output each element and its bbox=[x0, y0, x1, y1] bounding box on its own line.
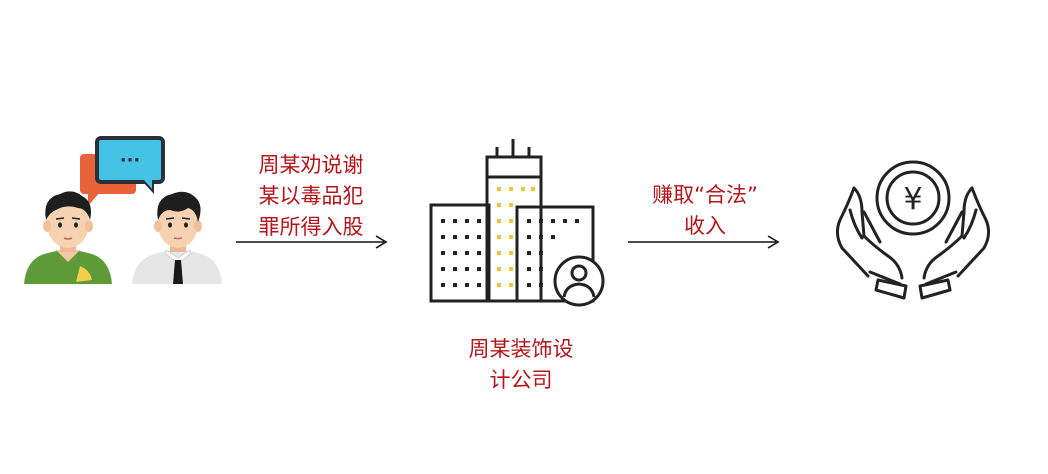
step-label-line: 某以毒品犯 bbox=[258, 184, 364, 208]
step-label-line: 周某劝说谢 bbox=[258, 153, 364, 177]
left-building-windows bbox=[441, 219, 481, 287]
person-casual-icon bbox=[24, 191, 112, 284]
company-label-line: 计公司 bbox=[489, 368, 553, 392]
step-label-line: 罪所得入股 bbox=[258, 215, 364, 239]
company-label: 周某装饰设 计公司 bbox=[446, 334, 596, 396]
arrow-right-icon bbox=[236, 235, 388, 249]
speech-bubble-dots: ··· bbox=[120, 150, 141, 171]
arrow-right-icon bbox=[628, 235, 780, 249]
step-label-persuade: 周某劝说谢 某以毒品犯 罪所得入股 bbox=[246, 150, 376, 243]
user-badge-icon bbox=[553, 255, 605, 307]
company-label-line: 周某装饰设 bbox=[468, 337, 574, 361]
office-building-icon bbox=[429, 139, 605, 307]
step-label-line: 赚取“合法” bbox=[652, 183, 758, 207]
chat-bubbles-icon: ··· bbox=[80, 136, 165, 206]
tower-windows bbox=[497, 187, 535, 287]
step-label-income: 赚取“合法” 收入 bbox=[630, 180, 780, 242]
step-label-line: 收入 bbox=[684, 214, 726, 238]
hands-coin-icon: ¥ bbox=[835, 160, 991, 300]
right-building-windows bbox=[527, 219, 579, 287]
two-people-talking-icon: ··· bbox=[24, 136, 222, 284]
person-business-icon bbox=[132, 191, 222, 284]
yuan-coin-icon: ¥ bbox=[875, 160, 951, 236]
yuan-symbol: ¥ bbox=[903, 182, 922, 217]
